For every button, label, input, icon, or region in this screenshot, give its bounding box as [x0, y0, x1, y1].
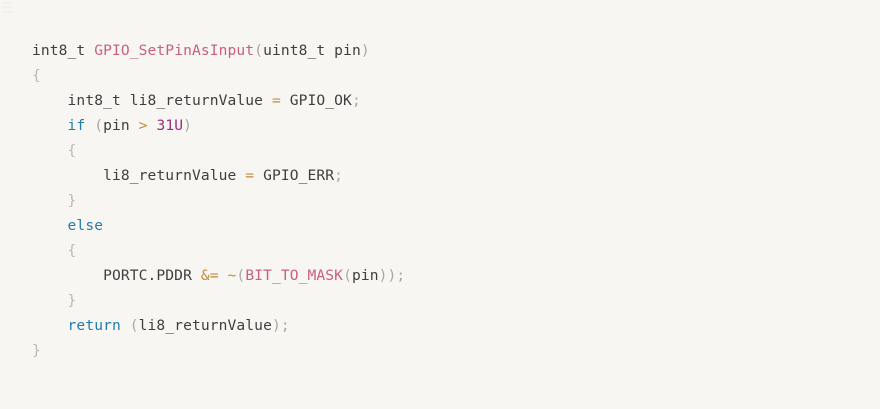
code-token-brace: { — [32, 67, 41, 84]
code-token-keyword: else — [67, 217, 104, 234]
code-token-ident: GPIO_ERR — [263, 167, 335, 184]
code-line: else — [32, 213, 880, 238]
code-token-brace: } — [32, 342, 41, 359]
code-token-brace: } — [67, 292, 77, 309]
code-token-function: GPIO_SetPinAsInput — [94, 42, 255, 59]
code-token-ident: PORTC.PDDR — [103, 267, 192, 284]
code-token-punct: ; — [396, 267, 406, 284]
code-token-punct: ( — [254, 42, 264, 59]
code-line: int8_t li8_returnValue = GPIO_OK; — [32, 88, 880, 113]
code-line: } — [32, 338, 880, 363]
code-token-macro: BIT_TO_MASK — [245, 267, 344, 284]
code-token-keyword: if — [67, 117, 86, 134]
code-token-operator: ~ — [227, 267, 237, 284]
code-line: li8_returnValue = GPIO_ERR; — [32, 163, 880, 188]
code-token-ident: GPIO_OK — [289, 92, 352, 109]
code-token-punct: ( — [236, 267, 246, 284]
code-token-punct: ; — [280, 317, 290, 334]
code-token-keyword: return — [67, 317, 121, 334]
code-block[interactable]: int8_t GPIO_SetPinAsInput(uint8_t pin) {… — [0, 38, 880, 363]
code-token-punct: ; — [334, 167, 344, 184]
code-line: int8_t GPIO_SetPinAsInput(uint8_t pin) — [32, 38, 880, 63]
code-line: { — [32, 238, 880, 263]
code-token-ident: pin — [351, 267, 379, 284]
code-token-brace: } — [67, 192, 77, 209]
code-token-punct: ; — [351, 92, 361, 109]
code-token-punct: ( — [343, 267, 352, 284]
code-token-operator: = — [245, 167, 255, 184]
code-token-ident: pin — [334, 42, 361, 59]
code-line: PORTC.PDDR &= ~(BIT_TO_MASK(pin)); — [32, 263, 880, 288]
code-token-punct: ) — [271, 317, 281, 334]
code-token-punct: ) — [360, 42, 370, 59]
code-line: } — [32, 288, 880, 313]
code-token-punct: ( — [129, 317, 139, 334]
code-token-ident: li8_returnValue — [103, 167, 237, 184]
code-token-type: int8_t — [32, 42, 86, 59]
code-line: return (li8_returnValue); — [32, 313, 880, 338]
code-token-type: uint8_t — [263, 42, 326, 59]
corner-artifact — [2, 2, 12, 16]
code-token-brace: { — [67, 142, 77, 159]
code-line: } — [32, 188, 880, 213]
code-token-number: 31U — [156, 117, 184, 134]
code-line: { — [32, 138, 880, 163]
code-token-ident: li8_returnValue — [138, 317, 272, 334]
code-token-punct: ) — [183, 117, 193, 134]
code-token-type: int8_t — [67, 92, 121, 109]
code-token-operator: > — [138, 117, 148, 134]
code-token-ident: li8_returnValue — [129, 92, 264, 109]
code-token-operator: &= — [200, 267, 219, 284]
code-token-brace: { — [67, 242, 77, 259]
code-line: if (pin > 31U) — [32, 113, 880, 138]
code-token-operator: = — [271, 92, 281, 109]
code-token-punct: )) — [378, 267, 397, 284]
code-token-punct: ( — [94, 117, 104, 134]
code-token-ident: pin — [103, 117, 130, 134]
code-line: { — [32, 63, 880, 88]
